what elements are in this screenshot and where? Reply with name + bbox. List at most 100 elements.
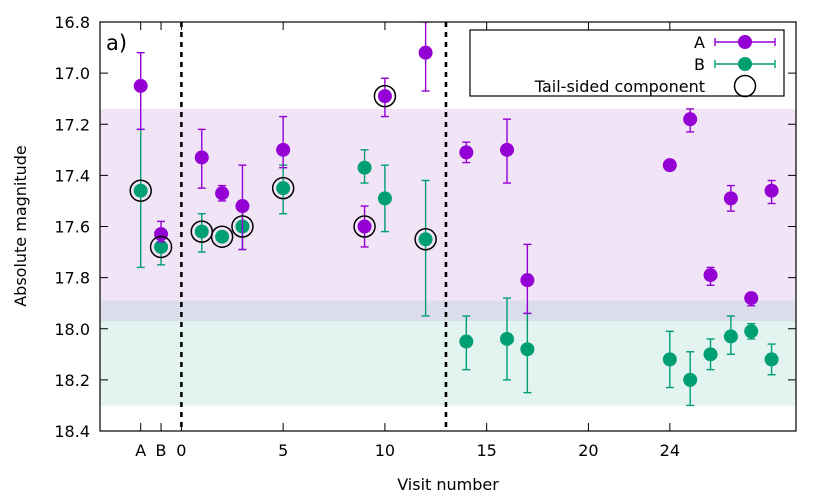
point-a xyxy=(276,115,291,169)
tail-sided-ring xyxy=(231,215,254,238)
x-tick-label: 5 xyxy=(278,441,288,460)
point-b xyxy=(459,315,474,371)
marker-a xyxy=(683,112,698,127)
point-a xyxy=(418,22,433,92)
tail-sided-ring xyxy=(353,215,376,238)
marker-a xyxy=(764,183,779,198)
legend-ring-marker xyxy=(733,74,757,98)
point-b xyxy=(377,164,392,233)
point-b xyxy=(723,315,738,356)
marker-b xyxy=(154,239,169,254)
point-b xyxy=(215,229,230,244)
marker-b xyxy=(520,342,535,357)
visit-dividers xyxy=(180,22,448,431)
tail-sided-ring xyxy=(210,225,234,248)
marker-a xyxy=(703,268,718,283)
y-tick-label: 17.4 xyxy=(54,166,90,185)
marker-a xyxy=(377,89,392,104)
point-a xyxy=(662,158,677,173)
point-b xyxy=(764,343,779,376)
point-b xyxy=(520,312,535,394)
point-b xyxy=(662,330,677,389)
y-tick-label: 17.0 xyxy=(54,64,90,83)
y-tick-label: 17.2 xyxy=(54,115,90,134)
marker-a xyxy=(276,142,291,157)
x-tick-label: 15 xyxy=(476,441,496,460)
legend-label-b: B xyxy=(694,55,705,74)
tail-sided-ring xyxy=(414,228,437,251)
x-axis-label: Visit number xyxy=(397,475,499,494)
point-b xyxy=(357,149,372,184)
x-tick-label: 0 xyxy=(176,441,186,460)
marker-b xyxy=(744,324,759,339)
point-b xyxy=(194,213,209,253)
point-a xyxy=(377,77,392,118)
band-0 xyxy=(100,108,796,322)
point-a xyxy=(194,128,209,189)
point-a xyxy=(744,291,759,307)
marker-b xyxy=(194,224,209,239)
legend-box xyxy=(469,29,785,97)
marker-a xyxy=(133,78,148,93)
point-b xyxy=(703,338,718,371)
legend-marker-a xyxy=(738,35,752,49)
y-tick-label: 18.0 xyxy=(54,320,90,339)
tail-sided-ring xyxy=(129,179,152,202)
marker-b xyxy=(133,183,148,198)
point-a xyxy=(703,266,718,286)
y-tick-label: 17.8 xyxy=(54,269,90,288)
x-tick-label: 24 xyxy=(660,441,680,460)
legend: AB Tail-sided component xyxy=(469,29,785,98)
marker-b xyxy=(276,181,291,196)
marker-b xyxy=(723,329,738,344)
marker-a xyxy=(459,145,474,160)
point-a xyxy=(683,108,698,133)
point-a xyxy=(459,141,474,164)
tail-sided-ring xyxy=(149,235,173,259)
marker-b xyxy=(662,352,677,367)
y-axis-ticks: 16.817.017.217.417.617.818.018.218.4 xyxy=(54,13,796,441)
point-b xyxy=(683,351,698,407)
panel-label: a) xyxy=(106,31,127,55)
legend-marker-b xyxy=(738,57,752,71)
y-tick-label: 17.6 xyxy=(54,218,90,237)
legend-label-tail-sided-component: Tail-sided component xyxy=(534,77,705,96)
marker-a xyxy=(194,150,209,165)
marker-b xyxy=(500,331,515,346)
marker-b xyxy=(357,160,372,175)
marker-b xyxy=(215,229,230,244)
marker-a xyxy=(357,219,372,234)
tail-sided-ring xyxy=(373,84,397,108)
legend-label-a: A xyxy=(694,33,705,52)
point-a xyxy=(357,205,372,248)
band-2 xyxy=(100,300,796,322)
point-a xyxy=(500,118,515,184)
point-b xyxy=(500,297,515,381)
x-tick-label: B xyxy=(156,441,167,460)
marker-a xyxy=(500,142,515,157)
point-b xyxy=(744,322,759,340)
marker-a xyxy=(662,158,677,173)
data-points xyxy=(129,22,779,407)
point-a xyxy=(133,51,148,131)
marker-b xyxy=(418,232,433,247)
point-b xyxy=(418,179,433,317)
x-tick-label: 20 xyxy=(578,441,598,460)
y-tick-label: 16.8 xyxy=(54,13,90,32)
y-tick-label: 18.4 xyxy=(54,422,90,441)
x-tick-label: A xyxy=(135,441,146,460)
point-a xyxy=(235,164,250,251)
y-axis-label: Absolute magnitude xyxy=(11,145,30,307)
marker-b xyxy=(764,352,779,367)
marker-a xyxy=(520,273,535,288)
marker-a xyxy=(744,291,759,306)
marker-b xyxy=(703,347,718,362)
marker-b xyxy=(459,334,474,349)
shaded-bands xyxy=(100,108,796,406)
marker-a xyxy=(723,191,738,206)
point-a xyxy=(723,184,738,212)
marker-a xyxy=(154,227,169,242)
tail-sided-ring xyxy=(271,176,295,200)
